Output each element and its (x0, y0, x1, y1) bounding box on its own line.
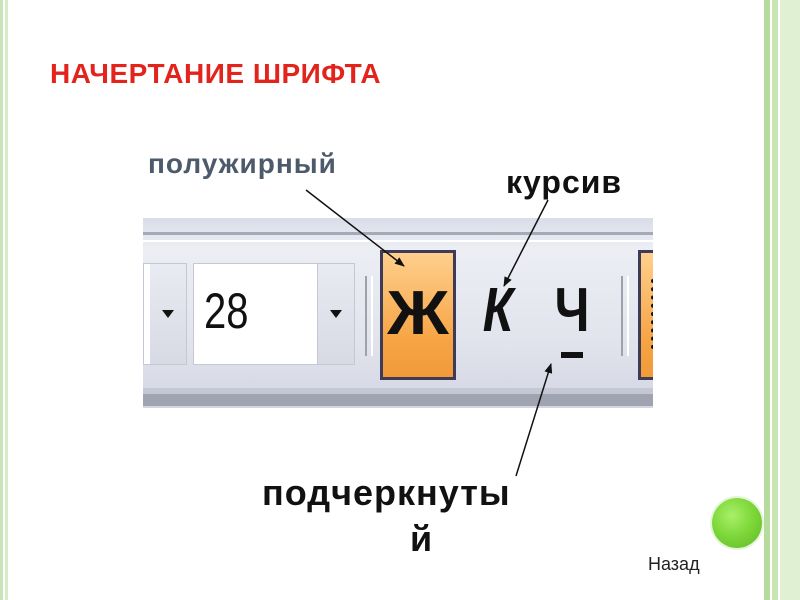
back-button[interactable] (712, 498, 762, 548)
bold-icon: Ж (387, 279, 449, 348)
underline-bar (561, 352, 583, 358)
bold-label: полужирный (148, 148, 337, 179)
left-border (0, 0, 8, 600)
font-size-value: 28 (204, 283, 249, 339)
chevron-down-icon (162, 310, 174, 318)
toolbar-separator (365, 276, 373, 356)
toolbar-bottom-edge (143, 394, 653, 406)
bold-button[interactable]: Ж (380, 250, 456, 380)
toolbar-separator (621, 276, 629, 356)
italic-label: курсив (506, 164, 623, 200)
font-name-combo[interactable] (143, 263, 187, 365)
toolbar-top-edge (143, 232, 653, 235)
underline-button[interactable]: Ч (541, 250, 603, 380)
slide-title: НАЧЕРТАНИЕ ШРИФТА (50, 58, 382, 89)
toolbar-top-highlight (143, 240, 653, 242)
italic-button[interactable]: К (465, 250, 531, 380)
underline-label-line1: подчеркнуты (262, 472, 511, 513)
font-size-dropdown-button[interactable] (317, 264, 354, 364)
toolbar-bottom-shade (143, 388, 653, 394)
next-toolbar-button[interactable] (638, 250, 653, 380)
right-border-stripe (780, 0, 800, 600)
back-link[interactable]: Назад (648, 554, 700, 574)
dotted-border-icon (651, 279, 653, 349)
italic-icon: К (482, 276, 514, 345)
underline-icon: Ч (554, 276, 590, 345)
chevron-down-icon (330, 310, 342, 318)
underline-label-line2: й (410, 518, 433, 559)
font-size-combo[interactable]: 28 (193, 263, 355, 365)
formatting-toolbar: 28 Ж К Ч (143, 218, 653, 408)
right-border-stripe (772, 0, 778, 600)
right-border-stripe (770, 0, 772, 600)
right-border-stripe (764, 0, 770, 600)
font-name-dropdown-button[interactable] (150, 264, 186, 364)
right-border-stripe (778, 0, 780, 600)
